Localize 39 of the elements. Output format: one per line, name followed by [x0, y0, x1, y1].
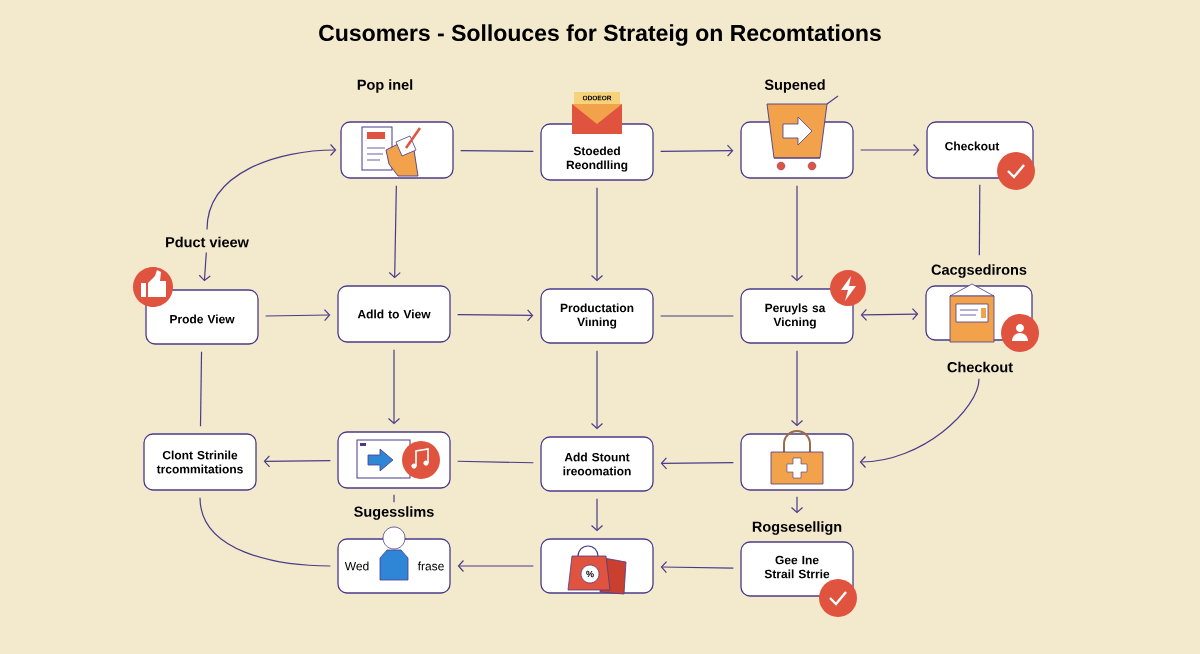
node-label: frase — [417, 561, 444, 571]
process-box: Add Stount ireoomation — [540, 436, 654, 492]
step-label: Pduct vieew — [166, 236, 249, 248]
process-box: Adld to View — [337, 285, 451, 343]
arrow — [590, 498, 604, 532]
node-label: Wed — [344, 561, 369, 571]
arrow — [590, 350, 604, 430]
arrow — [790, 350, 804, 427]
arrow — [859, 378, 980, 469]
arrow — [660, 144, 734, 157]
arrow — [457, 559, 534, 573]
process-box: Peruyls sa Vicning — [740, 288, 854, 344]
arrow — [263, 455, 331, 468]
process-box: Stoeded Reondlling — [540, 123, 654, 181]
process-box: Prode View — [145, 289, 259, 345]
arrow — [206, 143, 337, 231]
arrow — [660, 560, 734, 574]
step-heading: Sugesslims — [354, 506, 434, 520]
percent-sign: % — [586, 570, 594, 578]
diagram-title: Cusomers - Sollouces for Strateig on Recomtations — [319, 24, 881, 46]
process-box: Clont Strinile trcommitations — [143, 433, 257, 491]
step-heading: Pop inel — [357, 79, 413, 93]
arrow — [860, 143, 920, 157]
arrow — [457, 309, 534, 322]
arrow — [265, 309, 331, 322]
step-heading: Supened — [764, 79, 825, 93]
step-heading: Rogsesellign — [752, 521, 842, 535]
arrow — [590, 187, 604, 282]
arrow — [198, 251, 211, 282]
arrow — [387, 349, 401, 425]
step-heading: Checkout — [947, 361, 1013, 373]
step-heading: Cacgsedirons — [931, 264, 1027, 278]
arrow — [790, 496, 804, 514]
arrow — [388, 185, 401, 279]
process-box: Gee Ine Strail Strrie — [740, 541, 854, 597]
arrow — [790, 185, 804, 282]
arrow — [860, 308, 919, 321]
process-box: Productation Viıning — [540, 288, 654, 344]
arrow — [660, 457, 734, 470]
